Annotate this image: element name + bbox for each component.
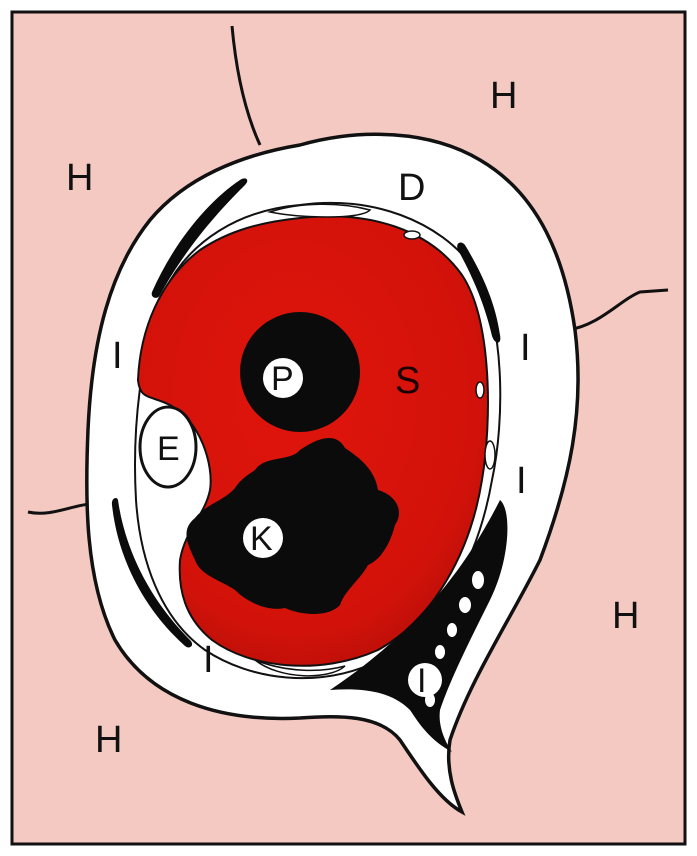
- label-i-left: I: [112, 335, 123, 377]
- label-i-bottom: I: [203, 639, 214, 681]
- dark-strip-right-upper: [457, 242, 501, 343]
- label-circle-p: [263, 358, 303, 398]
- label-i-right-upper: I: [520, 327, 531, 369]
- label-p: P: [271, 360, 294, 398]
- label-i-dark-region: I: [417, 662, 426, 700]
- cleft-top: [267, 203, 372, 218]
- tissue-boundary-right: [567, 288, 669, 332]
- label-h-left: H: [66, 157, 93, 199]
- cleft-bottom: [254, 659, 346, 677]
- cleft-right-small: [475, 381, 485, 399]
- label-circle-i-lower: [408, 663, 442, 697]
- label-e: E: [157, 430, 180, 468]
- label-circle-k: [243, 518, 283, 558]
- label-s: S: [395, 360, 420, 402]
- structure-e: [138, 405, 198, 489]
- vacuole-1: [472, 571, 484, 589]
- label-k: K: [250, 520, 273, 558]
- label-i-right-lower: I: [516, 460, 527, 502]
- dark-strip-lower-left: [111, 497, 193, 648]
- label-h-top-right: H: [490, 75, 517, 117]
- tissue-boundary-top: [230, 25, 262, 146]
- cleft-upper-right: [403, 230, 421, 240]
- label-h-right: H: [612, 595, 639, 637]
- cleft-right: [484, 440, 496, 470]
- label-d: D: [398, 167, 425, 209]
- label-h-bottom-left: H: [95, 719, 122, 761]
- vacuole-3: [447, 623, 457, 637]
- dark-strip-upper-left: [151, 178, 248, 298]
- nucleus-k: [186, 438, 399, 614]
- vacuole-2: [459, 597, 471, 613]
- vacuole-4: [435, 645, 445, 659]
- dark-region-lower-right: [330, 500, 508, 752]
